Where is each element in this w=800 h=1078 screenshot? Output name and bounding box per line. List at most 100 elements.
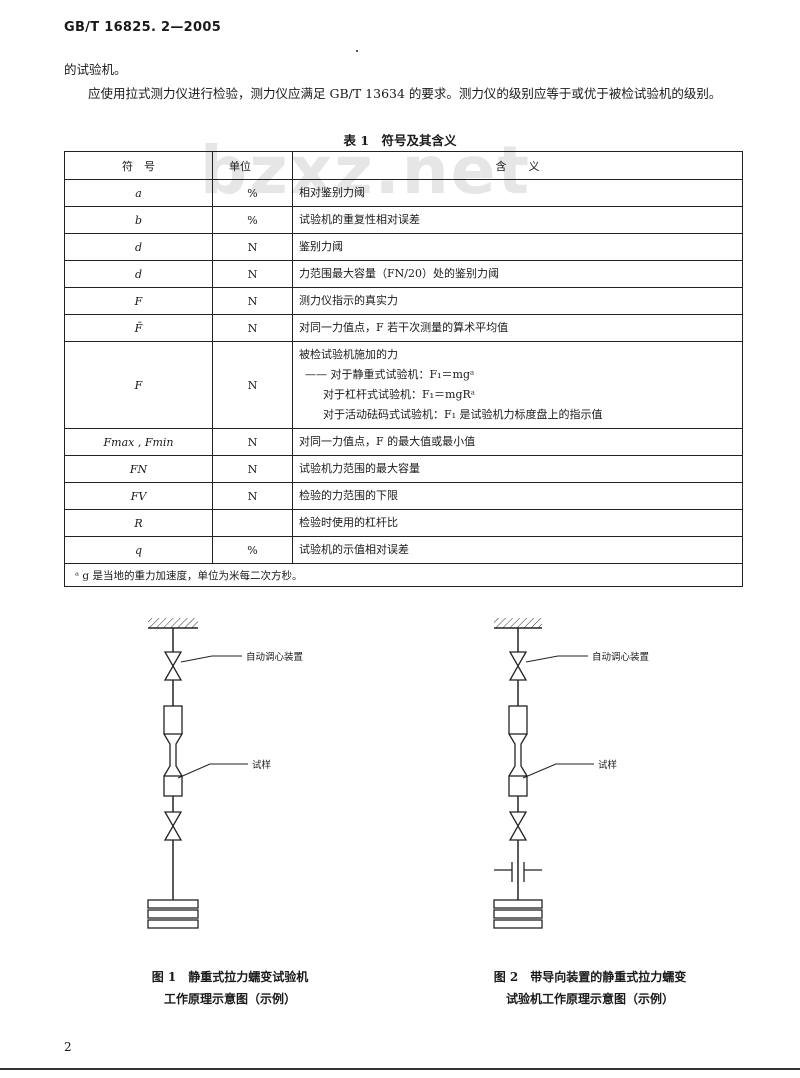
meaning-cell: 检验时使用的杠杆比: [292, 509, 743, 537]
meaning-cell: 试验机的重复性相对误差: [292, 206, 743, 234]
unit-cell: [212, 509, 293, 537]
meaning-cell: 试验机的示值相对误差: [292, 536, 743, 564]
symbol-cell: F: [64, 287, 213, 315]
unit-cell: N: [212, 314, 293, 342]
weight-3: [493, 919, 543, 929]
meaning-cell: 检验的力范围的下限: [292, 482, 743, 510]
figure-2-diagram: 自动调心装置 试样: [493, 618, 649, 929]
applied-force-line1: —— 对于静重式试验机：F₁＝mgᵃ: [305, 368, 475, 381]
unit-cell: N: [212, 233, 293, 261]
scan-dot: [356, 50, 358, 52]
table-header-row: 符 号 单位 含 义: [64, 151, 743, 180]
symbol-cell: Fmax , Fmin: [64, 428, 213, 456]
label-self-aligning-device: 自动调心装置: [246, 651, 303, 663]
self-aligning-joint-lower: [508, 811, 528, 841]
figure-1-caption-line2: 工作原理示意图（示例）: [163, 992, 296, 1006]
unit-cell: %: [212, 179, 293, 207]
label-self-aligning-device: 自动调心装置: [592, 651, 649, 663]
symbol-cell: R: [64, 509, 213, 537]
unit-cell: N: [212, 287, 293, 315]
unit-cell: N: [212, 455, 293, 483]
specimen-gauge: [508, 733, 528, 777]
meaning-cell-multiline: 被检试验机施加的力 —— 对于静重式试验机：F₁＝mgᵃ 对于杠杆式试验机：F₁…: [292, 341, 743, 429]
self-aligning-joint-upper: [508, 651, 528, 681]
meaning-cell: 相对鉴别力阈: [292, 179, 743, 207]
table-row: R 检验时使用的杠杆比: [64, 509, 743, 537]
table-footnote-row: ᵃ g 是当地的重力加速度，单位为米每二次方秒。: [64, 563, 743, 587]
guide-device: [494, 862, 542, 882]
paragraph-continuation: 的试验机。: [64, 62, 127, 77]
meaning-cell: 试验机力范围的最大容量: [292, 455, 743, 483]
ceiling-hatch: [148, 618, 198, 628]
figure-1-caption-line1: 图 1 静重式拉力蠕变试验机: [151, 970, 309, 984]
table-row: q % 试验机的示值相对误差: [64, 536, 743, 564]
unit-cell: N: [212, 428, 293, 456]
figure-1-diagram: 自动调心装置 试样: [147, 618, 303, 929]
self-aligning-joint-lower: [163, 811, 183, 841]
creep-machine-diagrams: 自动调心装置 试样 自动调心装置 试样: [147, 618, 649, 929]
figure-2-caption-line2: 试验机工作原理示意图（示例）: [505, 992, 674, 1006]
leader-line-device: [180, 655, 213, 663]
unit-cell: N: [212, 482, 293, 510]
table-row: FN N 试验机力范围的最大容量: [64, 455, 743, 483]
ceiling-hatch: [494, 618, 542, 628]
table-row: FV N 检验的力范围的下限: [64, 482, 743, 510]
symbol-cell: F̄: [64, 314, 213, 342]
label-specimen: 试样: [252, 759, 271, 771]
symbol-cell: d: [64, 233, 213, 261]
header-symbol: 符 号: [64, 151, 213, 180]
unit-cell: N: [212, 260, 293, 288]
applied-force-line2: 对于杠杆式试验机：F₁＝mgRᵃ: [323, 388, 476, 401]
weight-2: [147, 909, 199, 919]
meaning-cell: 力范围最大容量（FN/20）处的鉴别力阈: [292, 260, 743, 288]
paragraph-dynamometer: 应使用拉式测力仪进行检验，测力仪应满足 GB/T 13634 的要求。测力仪的级…: [88, 86, 722, 101]
symbol-cell: d: [64, 260, 213, 288]
weight-1: [147, 899, 199, 909]
label-specimen: 试样: [598, 759, 617, 771]
meaning-cell: 测力仪指示的真实力: [292, 287, 743, 315]
table-row: Fmax , Fmin N 对同一力值点，F 的最大值或最小值: [64, 428, 743, 456]
table-caption: 表 1 符号及其含义: [343, 133, 457, 148]
figure-2-caption-line1: 图 2 带导向装置的静重式拉力蠕变: [493, 970, 687, 984]
table-row: d N 鉴别力阈: [64, 233, 743, 261]
unit-cell: %: [212, 536, 293, 564]
leader-line-device: [525, 655, 559, 663]
symbol-cell: FV: [64, 482, 213, 510]
page-number: 2: [64, 1040, 72, 1054]
leader-line-specimen: [177, 763, 211, 779]
upper-grip: [508, 705, 528, 735]
symbol-cell: F: [64, 341, 213, 429]
weight-3: [147, 919, 199, 929]
meaning-cell: 对同一力值点，F 若干次测量的算术平均值: [292, 314, 743, 342]
unit-cell: %: [212, 206, 293, 234]
leader-line-specimen: [522, 763, 557, 779]
specimen-gauge: [163, 733, 183, 777]
weight-2: [493, 909, 543, 919]
table-row-applied-force: F N 被检试验机施加的力 —— 对于静重式试验机：F₁＝mgᵃ 对于杠杆式试验…: [64, 341, 743, 429]
standard-header: GB/T 16825. 2—2005: [64, 20, 222, 35]
figure-1-caption: 图 1 静重式拉力蠕变试验机 工作原理示意图（示例）: [100, 966, 360, 1010]
symbol-cell: b: [64, 206, 213, 234]
symbol-cell: a: [64, 179, 213, 207]
table-row: b % 试验机的重复性相对误差: [64, 206, 743, 234]
upper-grip: [163, 705, 183, 735]
table-row: F N 测力仪指示的真实力: [64, 287, 743, 315]
table-footnote: ᵃ g 是当地的重力加速度，单位为米每二次方秒。: [64, 563, 743, 587]
applied-force-line3: 对于活动砝码式试验机：F₁ 是试验机力标度盘上的指示值: [323, 408, 603, 421]
bottom-rule: [0, 1068, 800, 1070]
header-meaning: 含 义: [292, 151, 743, 180]
lower-grip: [508, 775, 528, 797]
unit-cell: N: [212, 341, 293, 429]
symbol-cell: q: [64, 536, 213, 564]
meaning-cell: 鉴别力阈: [292, 233, 743, 261]
symbol-cell: FN: [64, 455, 213, 483]
table-row: a % 相对鉴别力阈: [64, 179, 743, 207]
weight-1: [493, 899, 543, 909]
header-unit: 单位: [212, 151, 293, 180]
lower-grip: [163, 775, 183, 797]
self-aligning-joint-upper: [163, 651, 183, 681]
figure-2-caption: 图 2 带导向装置的静重式拉力蠕变 试验机工作原理示意图（示例）: [440, 966, 740, 1010]
table-row: d N 力范围最大容量（FN/20）处的鉴别力阈: [64, 260, 743, 288]
meaning-cell: 对同一力值点，F 的最大值或最小值: [292, 428, 743, 456]
table-row: F̄ N 对同一力值点，F 若干次测量的算术平均值: [64, 314, 743, 342]
